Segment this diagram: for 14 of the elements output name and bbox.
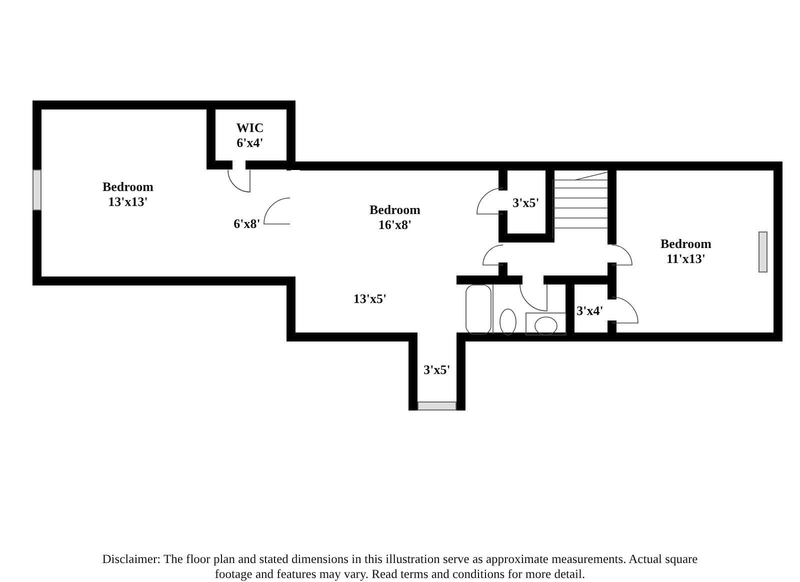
room-dimensions: 6'x8' [234,216,260,232]
room-dimensions: 13'x13' [108,194,148,210]
room-name: WIC [236,120,264,136]
room-dimensions: 13'x5' [353,291,387,307]
room-dimensions: 6'x4' [236,135,264,151]
disclaimer-caption: Disclaimer: The floor plan and stated dimensions in this illustration serve as approximate measurements. Actual square footage and features may vary. Read terms and conditions for more detail. [101,552,699,582]
room-name: Bedroom [102,179,154,195]
room-dimensions: 3'x5' [512,195,540,211]
room-name: Bedroom [660,236,712,252]
room-dimensions: 11'x13' [666,251,706,267]
room-dimensions: 3'x4' [576,303,604,319]
room-dimensions: 16'x8' [378,217,412,233]
room-dimensions: 3'x5' [424,362,450,378]
room-name: Bedroom [369,202,421,218]
